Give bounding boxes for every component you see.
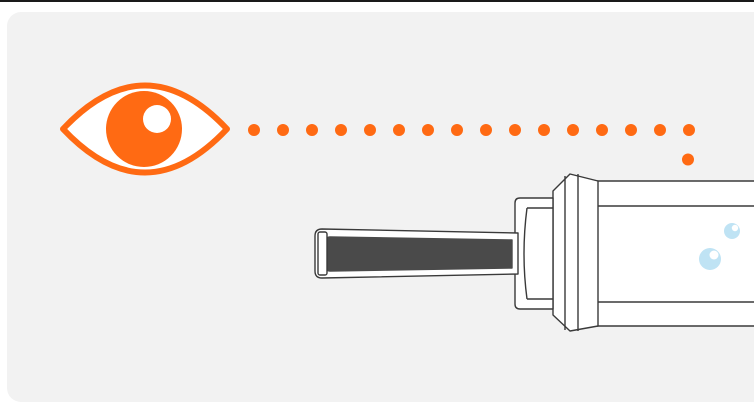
plunger-stopper <box>325 236 513 272</box>
sight-dot <box>335 124 347 136</box>
sight-dot <box>480 124 492 136</box>
collar-inner <box>523 207 553 300</box>
syringe-collar <box>514 197 554 310</box>
sight-dot <box>277 124 289 136</box>
sight-dot <box>625 124 637 136</box>
sight-dot <box>422 124 434 136</box>
line-of-sight <box>248 124 695 225</box>
syringe-shoulder <box>552 173 599 332</box>
sight-dot <box>306 124 318 136</box>
syringe-illustration <box>314 173 754 332</box>
inspection-diagram <box>60 82 754 332</box>
sight-dot <box>683 124 695 136</box>
sight-dot <box>538 124 550 136</box>
sight-dot <box>364 124 376 136</box>
sight-dot <box>393 124 405 136</box>
top-divider <box>0 0 754 2</box>
sight-dot <box>596 124 608 136</box>
sight-dot <box>567 124 579 136</box>
sight-dot <box>451 124 463 136</box>
syringe-barrel <box>574 180 754 327</box>
sight-dot <box>682 153 694 166</box>
air-bubble-icon <box>699 223 740 270</box>
eye-icon <box>60 82 230 176</box>
sight-dot <box>509 124 521 136</box>
sight-dot <box>654 124 666 136</box>
cap-tip <box>317 231 328 276</box>
sight-dot <box>248 124 260 136</box>
